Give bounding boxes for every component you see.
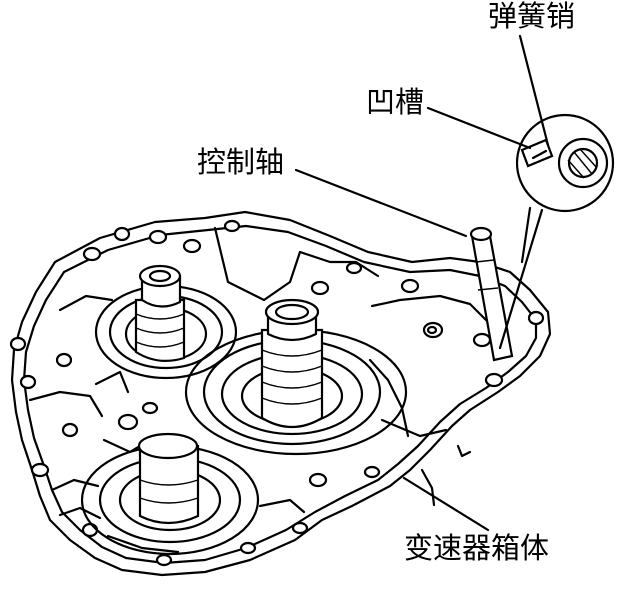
leader-lines: [294, 34, 550, 532]
housing-outline: [10, 210, 552, 577]
output-shaft-assembly: [80, 432, 260, 556]
input-shaft-assembly: [94, 264, 238, 380]
label-control-shaft: 控制轴: [197, 145, 285, 179]
bolt-holes: [9, 219, 545, 567]
label-groove: 凹槽: [366, 85, 425, 119]
main-shaft-assembly: [184, 298, 408, 456]
detail-magnifier: [515, 113, 615, 213]
label-gearbox-case: 变速器箱体: [404, 531, 550, 565]
control-shaft-rod: [469, 226, 514, 362]
label-spring-pin: 弹簧销: [488, 0, 576, 33]
